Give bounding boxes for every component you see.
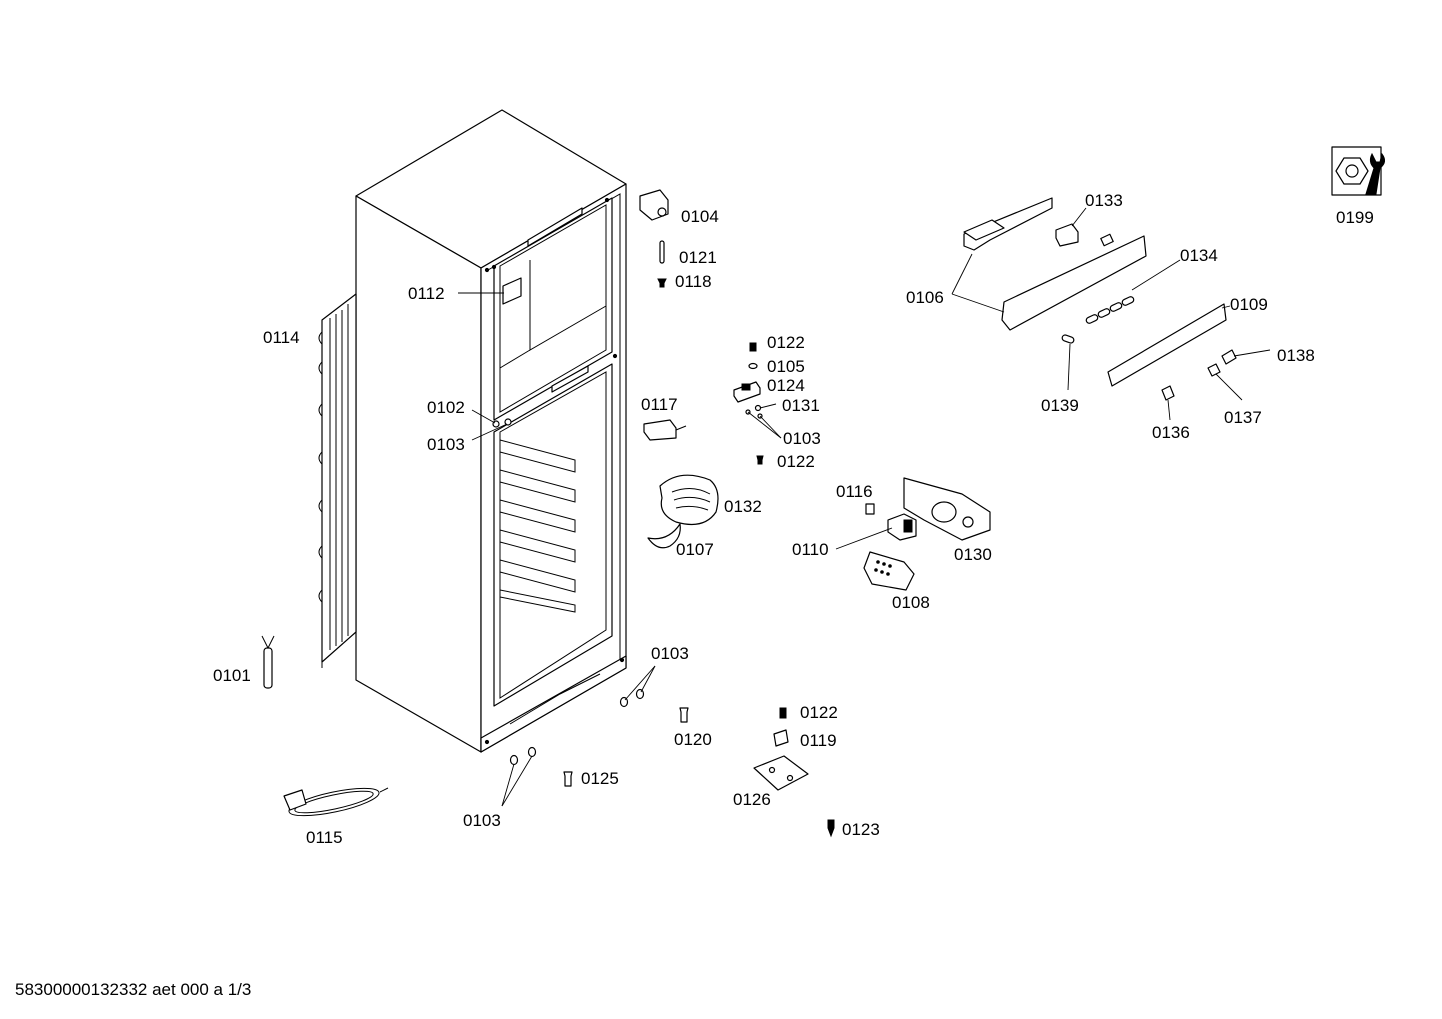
screw-0120: 0120	[674, 707, 712, 749]
label-0132: 0132	[724, 497, 762, 516]
document-id-footer: 58300000132332 aet 000 a 1/3	[15, 980, 252, 999]
label-0122-c: 0122	[800, 703, 838, 722]
washers-0103-c: 0103	[619, 644, 689, 708]
wrench-nut-icon: 0199	[1331, 146, 1386, 227]
lamp-cover-0108: 0108	[863, 551, 930, 612]
cabinet	[355, 109, 627, 753]
fastener-cluster: 0122 0105 0124 0131 0103 0122	[733, 333, 821, 471]
label-0105: 0105	[767, 357, 805, 376]
label-0103-d: 0103	[463, 811, 501, 830]
label-0103-c: 0103	[651, 644, 689, 663]
label-0110: 0110	[792, 540, 829, 559]
label-0199: 0199	[1336, 208, 1374, 227]
label-0122-b: 0122	[777, 452, 815, 471]
label-0114: 0114	[263, 328, 300, 347]
label-0138: 0138	[1277, 346, 1315, 365]
lower-hinge-set: 0122 0119 0126 0123	[733, 703, 880, 839]
label-0102: 0102	[427, 398, 465, 417]
label-0106: 0106	[906, 288, 944, 307]
condenser-coil-0114: 0114	[263, 293, 357, 668]
fan-cover-0132: 0132	[659, 474, 762, 525]
label-0117: 0117	[641, 395, 678, 414]
label-0134: 0134	[1180, 246, 1218, 265]
screws-0102-0103: 0102 0103	[427, 398, 512, 454]
label-0109: 0109	[1230, 295, 1268, 314]
lamp-socket-0110-0116: 0116 0110	[792, 482, 917, 559]
label-0120: 0120	[674, 730, 712, 749]
label-0119: 0119	[800, 731, 837, 750]
lamp-housing-0130: 0130	[903, 477, 992, 564]
label-0115: 0115	[306, 828, 343, 847]
thermostat-0117: 0117	[641, 395, 687, 441]
power-cord-0115: 0115	[283, 787, 389, 847]
label-0118: 0118	[675, 272, 712, 291]
label-0112: 0112	[408, 284, 445, 303]
filter-drier-0101: 0101	[213, 635, 275, 689]
label-0108: 0108	[892, 593, 930, 612]
label-0104: 0104	[681, 207, 719, 226]
label-0123: 0123	[842, 820, 880, 839]
label-0103-a: 0103	[427, 435, 465, 454]
rating-plate-0112: 0112	[408, 277, 522, 305]
label-0133: 0133	[1085, 191, 1123, 210]
label-0122-a: 0122	[767, 333, 805, 352]
label-0130: 0130	[954, 545, 992, 564]
label-0131: 0131	[782, 396, 820, 415]
air-guide-0107: 0107	[647, 523, 714, 559]
label-0126: 0126	[733, 790, 771, 809]
label-0124: 0124	[767, 376, 805, 395]
label-0137: 0137	[1224, 408, 1262, 427]
label-0121: 0121	[679, 248, 717, 267]
label-0116: 0116	[836, 482, 873, 501]
washers-0103-d: 0103	[463, 746, 537, 830]
label-0125: 0125	[581, 769, 619, 788]
screw-0118: 0118	[657, 272, 712, 291]
pin-0121: 0121	[659, 240, 717, 267]
hinge-0104: 0104	[639, 189, 719, 226]
control-panel-group: 0133 0134 0106 0109 0139 0138 0137	[906, 191, 1315, 442]
label-0103-b: 0103	[783, 429, 821, 448]
label-0101: 0101	[213, 666, 251, 685]
label-0139: 0139	[1041, 396, 1079, 415]
label-0136: 0136	[1152, 423, 1190, 442]
screw-0125: 0125	[563, 769, 619, 788]
label-0107: 0107	[676, 540, 714, 559]
